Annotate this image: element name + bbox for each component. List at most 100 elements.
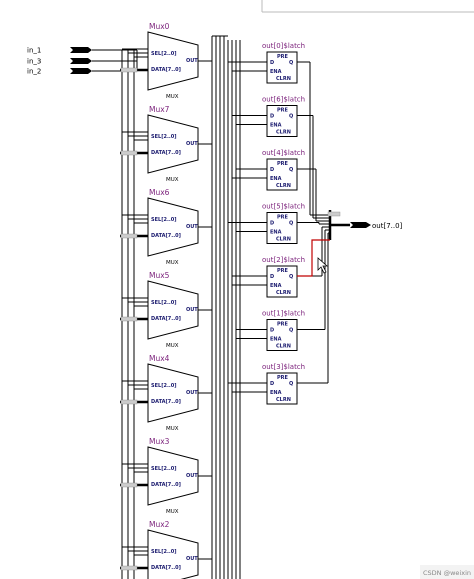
mux-data-label: DATA[7..0]	[151, 316, 181, 322]
latch-body	[266, 105, 298, 137]
latch-q-label: Q	[289, 114, 293, 120]
latch-q-label: Q	[289, 167, 293, 173]
latch-name: out[3]$latch	[262, 363, 305, 371]
mux-type-label: MUX	[166, 177, 179, 183]
latch-body	[266, 212, 298, 244]
latch-pre-label: PRE	[277, 54, 289, 60]
latch-body	[266, 319, 298, 351]
latch-ena-label: ENA	[270, 123, 282, 129]
mux-type-label: MUX	[166, 426, 179, 432]
output-port-icon	[350, 222, 371, 228]
mux-type-label: MUX	[166, 94, 179, 100]
watermark-bg	[420, 565, 474, 579]
mux-out-label: OUT	[186, 224, 198, 230]
latch-pre-label: PRE	[277, 108, 289, 114]
mux-name: Mux3	[149, 437, 170, 446]
bus-ripper	[120, 399, 138, 405]
mux-data-label: DATA[7..0]	[151, 482, 181, 488]
latch-d-label: D	[270, 381, 274, 387]
highlighted-wire	[297, 239, 330, 277]
mux-sel-label: SEL[2..0]	[151, 549, 177, 555]
input-port-icon	[70, 47, 92, 53]
latch-d-label: D	[270, 167, 274, 173]
latch-pre-label: PRE	[277, 161, 289, 167]
latch-clrn-label: CLRN	[276, 76, 291, 82]
mux-type-label: MUX	[166, 343, 179, 349]
latch-q-label: Q	[289, 221, 293, 227]
mux-data-label: DATA[7..0]	[151, 399, 181, 405]
mux-sel-label: SEL[2..0]	[151, 466, 177, 472]
latch-name: out[6]$latch	[262, 96, 305, 104]
latch-name: out[0]$latch	[262, 42, 305, 50]
mux-name: Mux7	[149, 105, 170, 114]
latch-d-label: D	[270, 60, 274, 66]
bus-ripper	[120, 150, 138, 156]
bus-ripper	[120, 67, 138, 73]
mux-out-label: OUT	[186, 556, 198, 562]
mux-sel-label: SEL[2..0]	[151, 217, 177, 223]
latch-q-label: Q	[289, 328, 293, 334]
latch-d-label: D	[270, 328, 274, 334]
bus-ripper	[120, 233, 138, 239]
mux-sel-label: SEL[2..0]	[151, 134, 177, 140]
bus-ripper	[120, 316, 138, 322]
bus-ripper	[327, 211, 341, 217]
mux-name: Mux2	[149, 520, 170, 529]
latch-pre-label: PRE	[277, 215, 289, 221]
input-port-icon	[70, 68, 92, 74]
latch-q-label: Q	[289, 381, 293, 387]
latch-d-label: D	[270, 114, 274, 120]
mux-name: Mux6	[149, 188, 170, 197]
mux-data-label: DATA[7..0]	[151, 565, 181, 571]
latch-ena-label: ENA	[270, 230, 282, 236]
latch-pre-label: PRE	[277, 375, 289, 381]
mux-sel-label: SEL[2..0]	[151, 383, 177, 389]
mux-name: Mux0	[149, 22, 170, 31]
latch-pre-label: PRE	[277, 268, 289, 274]
mux-out-label: OUT	[186, 473, 198, 479]
latch-q-label: Q	[289, 274, 293, 280]
mux-data-label: DATA[7..0]	[151, 150, 181, 156]
mux-name: Mux5	[149, 271, 170, 280]
input-port-icon	[70, 58, 92, 64]
latch-d-label: D	[270, 221, 274, 227]
latch-q-label: Q	[289, 60, 293, 66]
watermark-text: CSDN @weixin	[423, 569, 471, 577]
latch-pre-label: PRE	[277, 322, 289, 328]
mux-sel-label: SEL[2..0]	[151, 51, 177, 57]
latch-name: out[2]$latch	[262, 256, 305, 264]
mux-data-label: DATA[7..0]	[151, 233, 181, 239]
latch-ena-label: ENA	[270, 390, 282, 396]
mux-type-label: MUX	[166, 260, 179, 266]
output-port-label: out[7..0]	[372, 222, 403, 230]
bus-ripper	[120, 482, 138, 488]
latch-clrn-label: CLRN	[276, 130, 291, 136]
input-port-label: in_3	[27, 58, 41, 66]
latch-clrn-label: CLRN	[276, 237, 291, 243]
input-port-label: in_2	[27, 68, 41, 76]
latch-d-label: D	[270, 274, 274, 280]
latch-clrn-label: CLRN	[276, 290, 291, 296]
latch-name: out[4]$latch	[262, 149, 305, 157]
latch-body	[266, 51, 298, 84]
input-port-label: in_1	[27, 47, 41, 55]
latch-ena-label: ENA	[270, 69, 282, 75]
latch-ena-label: ENA	[270, 176, 282, 182]
latch-name: out[1]$latch	[262, 310, 305, 318]
bus-ripper	[120, 565, 138, 571]
latch-body	[266, 372, 298, 405]
